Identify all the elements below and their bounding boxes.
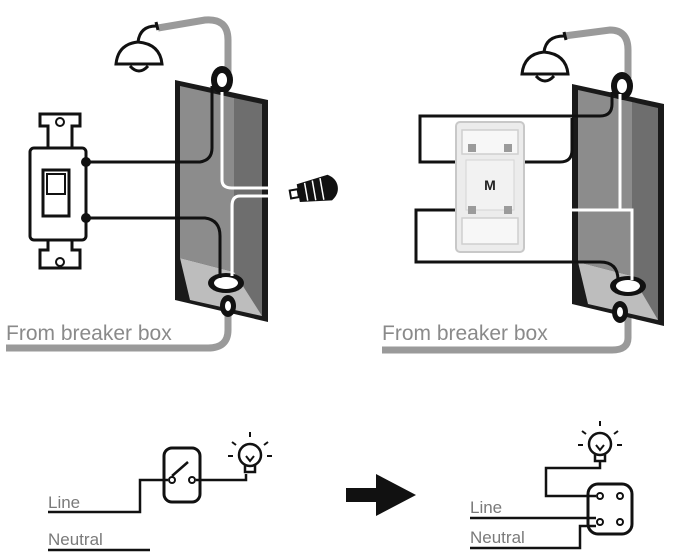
neutral-wire-2 xyxy=(580,208,634,280)
bulb-icon xyxy=(228,432,272,474)
junction-box xyxy=(572,72,664,326)
top-right-panel: M From breaker box xyxy=(382,26,664,354)
bulb-icon xyxy=(578,421,622,463)
breaker-label: From breaker box xyxy=(6,322,172,345)
smart-switch-icon: M xyxy=(455,121,525,253)
neutral-label: Neutral xyxy=(470,528,525,547)
breaker-label: From breaker box xyxy=(382,322,548,345)
switch-symbol xyxy=(162,446,202,504)
ceiling-lamp-icon xyxy=(114,21,164,73)
switch-bottom-wire xyxy=(86,216,222,278)
switch-top-wire xyxy=(86,86,214,164)
breaker-cable xyxy=(382,305,632,354)
arrow-right-icon xyxy=(346,474,416,516)
lamp-cable xyxy=(563,26,632,78)
neutral-wire xyxy=(470,524,596,550)
load-wire xyxy=(196,474,248,482)
bottom-right-schematic: Line Neutral xyxy=(470,421,634,550)
neutral-wire-top xyxy=(220,92,276,190)
top-left-panel: From breaker box xyxy=(6,16,338,352)
line-label: Line xyxy=(470,498,502,517)
light-switch-icon xyxy=(28,112,91,270)
hot-wire xyxy=(414,208,620,281)
load-wire xyxy=(544,462,602,498)
ceiling-lamp-icon xyxy=(520,31,570,83)
line-label: Line xyxy=(48,493,80,512)
line-wire xyxy=(48,478,168,514)
neutral-label: Neutral xyxy=(48,530,103,549)
load-wire xyxy=(418,92,614,164)
breaker-cable xyxy=(6,300,232,352)
line-wire xyxy=(520,118,574,164)
wire-nut-icon xyxy=(288,174,338,202)
junction-box xyxy=(175,66,268,322)
neutral-wire-bottom xyxy=(230,194,276,276)
bottom-left-schematic: Line Neutral xyxy=(48,432,272,552)
svg-text:M: M xyxy=(484,177,496,193)
lamp-cable xyxy=(157,16,232,75)
